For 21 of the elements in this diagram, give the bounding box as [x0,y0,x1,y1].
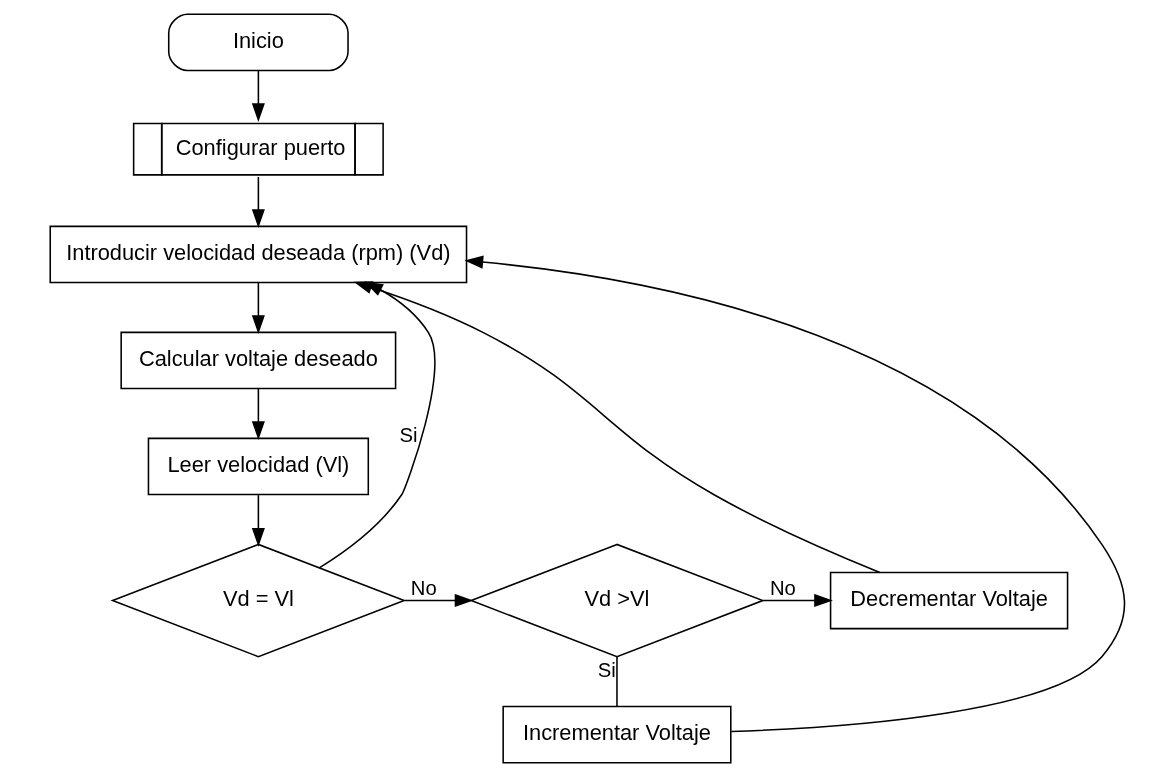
node-box: Leer velocidad (Vl) [147,437,370,496]
arrow [251,176,265,228]
edge-label: No [769,576,796,599]
node-box: Inicio [167,13,349,72]
edge-label: Si [399,424,418,447]
edge-label: Si [597,659,616,682]
node-diamond: Vd >Vl [469,543,765,658]
node-box: Introducir velocidad deseada (rpm) (Vd) [49,225,468,284]
arrow [762,594,833,608]
arrow [251,388,265,441]
edge-label: No [410,576,437,599]
arrow [404,594,474,608]
node-box: Incrementar Voltaje [502,705,732,764]
node-box: Calcular voltaje deseado [120,331,397,390]
arrow [251,494,265,547]
arrow [251,282,265,335]
connector [616,656,618,708]
node-diamond: Vd = Vl [110,543,407,658]
node-box: Decrementar Voltaje [829,571,1069,630]
arrow [464,255,1126,733]
arrow [251,70,265,122]
